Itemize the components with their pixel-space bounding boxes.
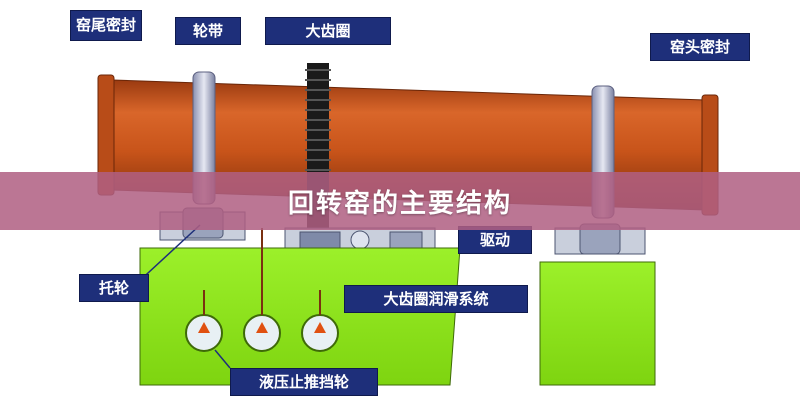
support-roller-assembly-right [554, 223, 646, 255]
label-kiln-head-seal: 窑头密封 [650, 33, 750, 61]
label-hydraulic-thrust-roller: 液压止推挡轮 [230, 368, 378, 396]
label-gear-lubrication: 大齿圈润滑系统 [344, 285, 528, 313]
label-girth-gear: 大齿圈 [265, 17, 391, 45]
banner-title: 回转窑的主要结构 [287, 188, 512, 219]
label-kiln-tail-seal: 窑尾密封 [70, 10, 142, 41]
label-tire: 轮带 [175, 17, 241, 45]
label-drive: 驱动 [458, 226, 532, 254]
foundation-left [139, 247, 461, 386]
foundation-right [539, 261, 656, 386]
label-support-roller: 托轮 [79, 274, 149, 302]
hydraulic-gauges [185, 228, 339, 352]
title-banner: 回转窑的主要结构 [0, 172, 800, 230]
